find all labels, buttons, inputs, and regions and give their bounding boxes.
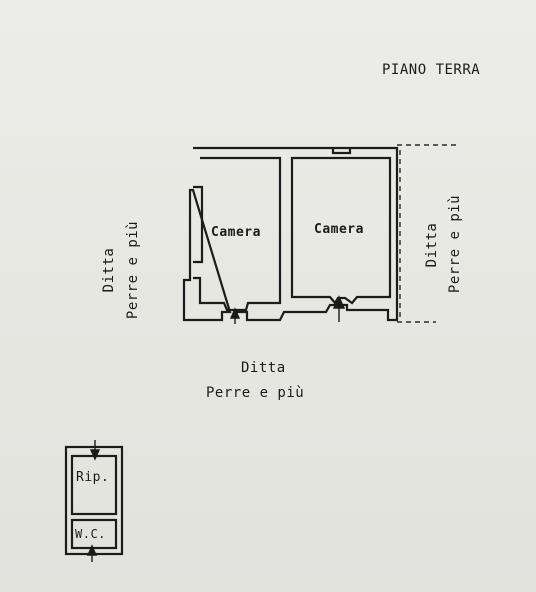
neighbor-left-line2: Perre e più [125, 220, 141, 320]
entrance-arrow-left-head [229, 307, 241, 319]
neighbor-right-line2: Perre e più [447, 194, 463, 294]
annex-arrow-top-head [89, 449, 101, 461]
annex-wc-room [70, 518, 118, 550]
window-top [331, 148, 352, 155]
neighbor-bottom-line1: Ditta [241, 360, 286, 376]
neighbor-bottom-line2: Perre e più [206, 385, 305, 401]
entrance-arrow-right-head [332, 295, 346, 309]
neighbor-right-line1: Ditta [424, 222, 440, 268]
room-label-left: Camera [211, 225, 261, 240]
annex-rip-room [70, 454, 118, 516]
page-title: PIANO TERRA [382, 62, 481, 78]
inner-wall-left-room [193, 156, 282, 312]
room-label-right: Camera [314, 222, 364, 237]
inner-wall-right-room [290, 156, 392, 305]
neighbor-left-line1: Ditta [101, 247, 117, 293]
window-left [193, 185, 204, 264]
annex-wc-label: W.C. [75, 527, 106, 541]
annex-arrow-bottom-head [86, 544, 98, 556]
annex-rip-label: Rip. [76, 470, 110, 485]
